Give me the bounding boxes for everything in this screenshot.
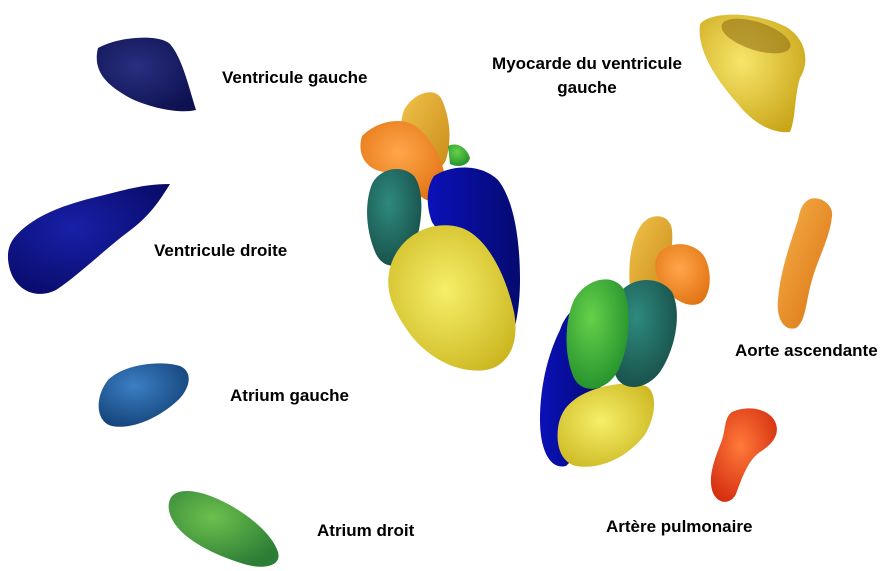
label-myocarde: Myocarde du ventricule gauche — [482, 54, 692, 98]
atrium-gauche-shape — [99, 363, 189, 426]
aorte-ascendante-shape — [778, 198, 832, 328]
ventricule-droite-shape — [8, 184, 170, 294]
label-artere-pulmonaire: Artère pulmonaire — [606, 517, 752, 537]
assembled-heart-front — [360, 92, 520, 370]
assembled-heart-side — [540, 216, 710, 466]
heart-front-green-tip — [448, 145, 470, 167]
label-myocarde-line1: Myocarde du ventricule — [482, 54, 692, 74]
label-myocarde-line2: gauche — [482, 78, 692, 98]
label-atrium-gauche: Atrium gauche — [230, 386, 349, 406]
atrium-droit-shape — [169, 491, 279, 567]
label-ventricule-gauche: Ventricule gauche — [222, 68, 368, 88]
label-aorte-ascendante: Aorte ascendante — [735, 341, 878, 361]
ventricule-gauche-shape — [97, 38, 196, 112]
label-ventricule-droite: Ventricule droite — [154, 241, 287, 261]
label-atrium-droit: Atrium droit — [317, 521, 414, 541]
artere-pulmonaire-shape — [711, 408, 777, 501]
